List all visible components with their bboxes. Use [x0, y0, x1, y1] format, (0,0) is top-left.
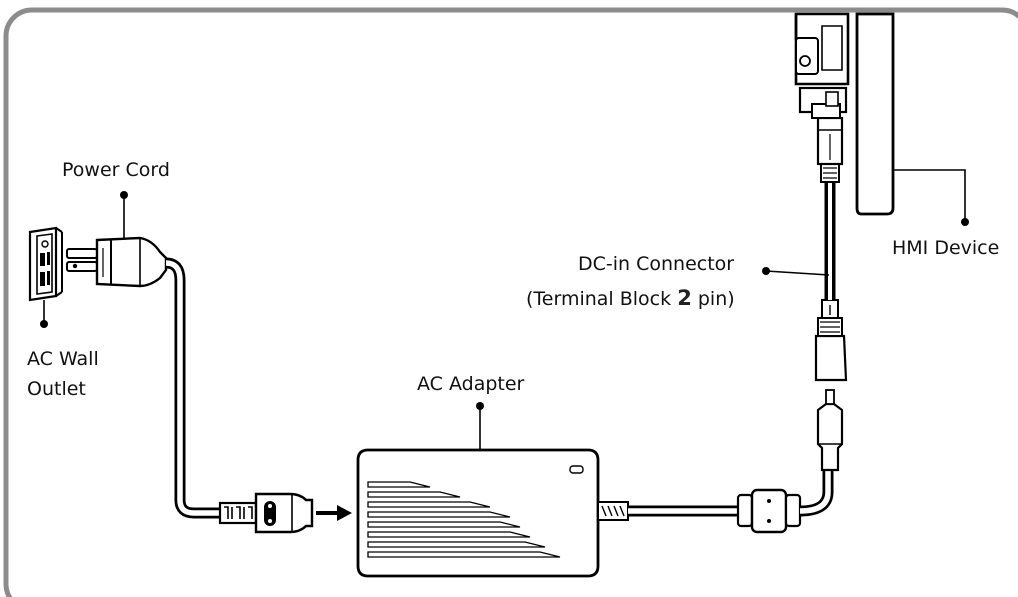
dc-in-line2-suffix: pin) — [691, 288, 735, 310]
outlet-leader-dot — [40, 320, 48, 328]
ac-adapter-label: AC Adapter — [417, 373, 525, 395]
hmi-device — [794, 12, 895, 216]
power-plug — [66, 236, 168, 288]
dc-output-cable — [597, 468, 834, 534]
ac-wall-outlet-label-line1: AC Wall — [27, 348, 99, 370]
dc-jack-sleeve — [814, 299, 848, 382]
plug-in-arrow — [316, 505, 352, 521]
dc-barrel-plug — [816, 389, 844, 472]
diagram-frame — [3, 7, 1018, 597]
ac-wall-outlet — [28, 226, 63, 302]
hmi-leader-dot — [961, 218, 969, 226]
dc-in-connector-label-line2: (Terminal Block 2 pin) — [526, 284, 735, 313]
dc-in-connector-label-line1: DC-in Connector — [578, 253, 735, 275]
terminal-block-plug — [798, 86, 848, 183]
ac-wall-outlet-label-line2: Outlet — [27, 378, 86, 400]
power-cord-cable — [165, 257, 222, 519]
dc-in-pin-count: 2 — [677, 286, 692, 310]
iec-connector — [218, 492, 314, 534]
dc-in-line2-prefix: (Terminal Block — [526, 288, 678, 310]
ac-adapter — [356, 448, 600, 578]
power-cord-label: Power Cord — [62, 159, 170, 181]
hmi-device-label: HMI Device — [892, 237, 1000, 259]
